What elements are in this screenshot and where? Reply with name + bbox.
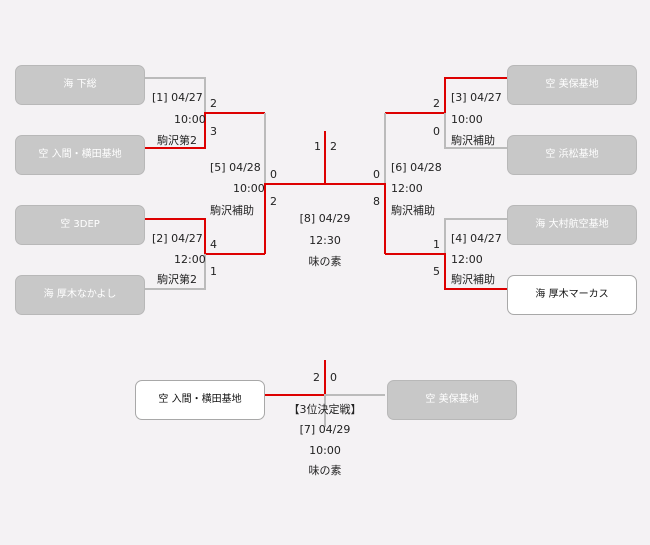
game-title-g7: 【3位決定戦】 <box>288 403 362 416</box>
score-g5-bottom: 2 <box>270 195 277 208</box>
score-g3-bottom: 0 <box>433 125 440 138</box>
line-g2-bottom <box>145 254 206 290</box>
team-box-t3[interactable]: 空 3DEP <box>15 205 145 245</box>
line-g3-bottom <box>444 113 507 149</box>
team-box-b2[interactable]: 空 美保基地 <box>387 380 517 420</box>
game-venue-g4: 駒沢補助 <box>451 273 495 286</box>
game-time-g3: 10:00 <box>451 113 483 126</box>
team-name: 海 厚木マーカス <box>535 289 609 300</box>
game-label-g5: [5] 04/28 <box>210 161 261 174</box>
game-label-g1: [1] 04/27 <box>152 91 203 104</box>
score-g2-top: 4 <box>210 238 217 251</box>
game-label-g3: [3] 04/27 <box>451 91 502 104</box>
game-label-g2: [2] 04/27 <box>152 232 203 245</box>
score-g1-bottom: 3 <box>210 125 217 138</box>
team-name: 空 美保基地 <box>545 79 599 90</box>
game-label-g7: [7] 04/29 <box>299 423 351 436</box>
team-name: 空 入間・横田基地 <box>158 394 242 405</box>
team-box-t1[interactable]: 海 下総 <box>15 65 145 105</box>
game-venue-g1: 駒沢第2 <box>157 134 197 147</box>
game-time-g2: 12:00 <box>174 253 206 266</box>
team-box-t4[interactable]: 海 厚木なかよし <box>15 275 145 315</box>
game-venue-g5: 駒沢補助 <box>210 204 254 217</box>
line-g5-bottom <box>264 183 325 254</box>
team-box-b1[interactable]: 空 入間・横田基地 <box>135 380 265 420</box>
team-box-t8[interactable]: 海 厚木マーカス <box>507 275 637 315</box>
team-box-t2[interactable]: 空 入間・横田基地 <box>15 135 145 175</box>
team-name: 海 大村航空基地 <box>535 219 609 230</box>
game-venue-g3: 駒沢補助 <box>451 134 495 147</box>
game-time-g8: 12:30 <box>309 234 341 247</box>
team-name: 空 3DEP <box>60 219 100 230</box>
team-box-t5[interactable]: 空 美保基地 <box>507 65 637 105</box>
score-g8-right: 2 <box>330 140 337 153</box>
game-venue-g6: 駒沢補助 <box>391 204 435 217</box>
score-g5-top: 0 <box>270 168 277 181</box>
team-name: 空 入間・横田基地 <box>38 149 122 160</box>
game-venue-g2: 駒沢第2 <box>157 273 197 286</box>
line-g4-top <box>444 218 507 254</box>
line-g7-right <box>324 394 385 427</box>
score-g4-top: 1 <box>433 238 440 251</box>
line-g4-bottom <box>385 253 507 290</box>
score-g1-top: 2 <box>210 97 217 110</box>
score-g6-bottom: 8 <box>373 195 380 208</box>
team-box-t7[interactable]: 海 大村航空基地 <box>507 205 637 245</box>
game-time-g4: 12:00 <box>451 253 483 266</box>
line-g2-top <box>145 218 265 255</box>
score-g8-left: 1 <box>314 140 321 153</box>
team-name: 海 下総 <box>63 79 97 90</box>
score-g4-bottom: 5 <box>433 265 440 278</box>
team-name: 海 厚木なかよし <box>43 289 117 300</box>
score-g7-left: 2 <box>313 371 320 384</box>
score-g2-bottom: 1 <box>210 265 217 278</box>
score-g6-top: 0 <box>373 168 380 181</box>
team-box-t6[interactable]: 空 浜松基地 <box>507 135 637 175</box>
game-time-g1: 10:00 <box>174 113 206 126</box>
game-time-g5: 10:00 <box>233 182 265 195</box>
line-g1-bottom <box>145 112 265 149</box>
line-g6-bottom <box>325 183 386 254</box>
team-name: 空 浜松基地 <box>545 149 599 160</box>
line-g3-top <box>385 77 507 114</box>
game-label-g8: [8] 04/29 <box>299 212 351 225</box>
score-g3-top: 2 <box>433 97 440 110</box>
game-venue-g8: 味の素 <box>308 255 342 268</box>
score-g7-right: 0 <box>330 371 337 384</box>
game-time-g7: 10:00 <box>309 444 341 457</box>
game-time-g6: 12:00 <box>391 182 423 195</box>
game-label-g4: [4] 04/27 <box>451 232 502 245</box>
game-label-g6: [6] 04/28 <box>391 161 442 174</box>
game-venue-g7: 味の素 <box>308 464 342 477</box>
team-name: 空 美保基地 <box>425 394 479 405</box>
